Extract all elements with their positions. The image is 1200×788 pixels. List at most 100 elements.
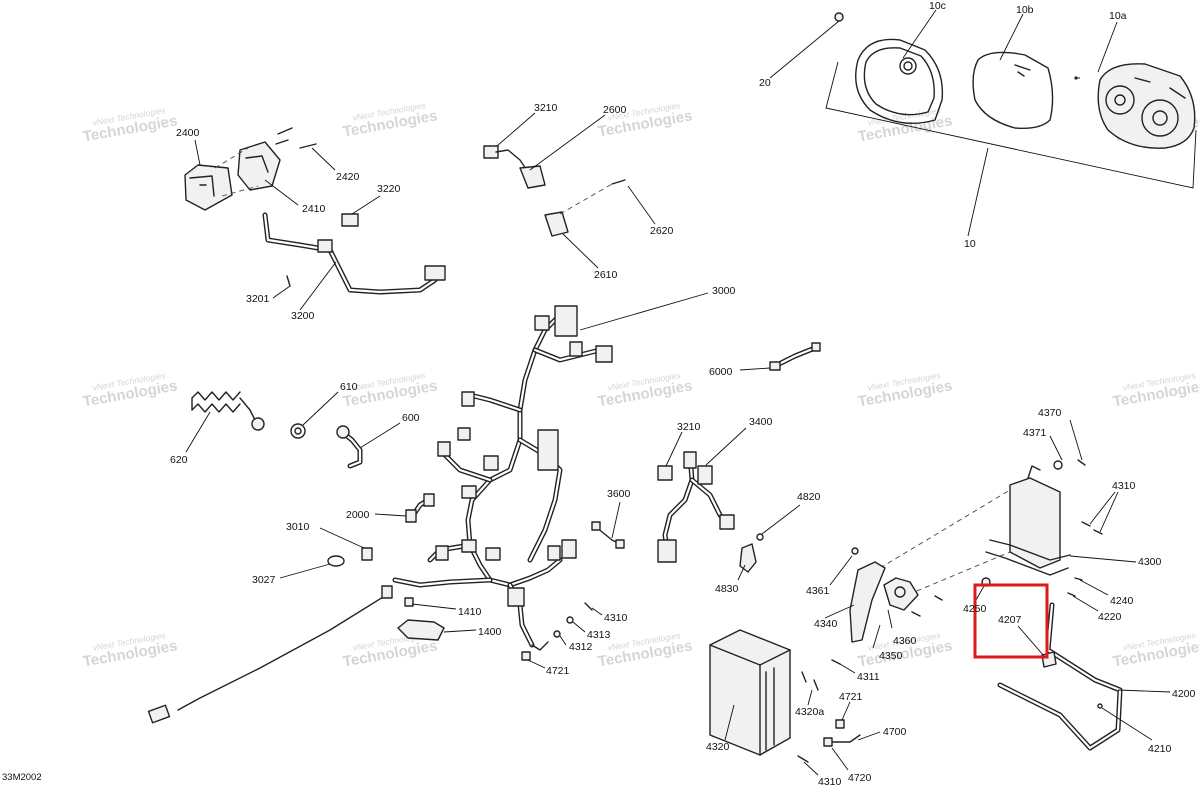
- callout-label: 4360: [893, 635, 917, 647]
- connector: [461, 539, 477, 553]
- callout-label: 2620: [650, 225, 674, 237]
- callout-label: 4310: [818, 776, 842, 788]
- callout-label: 3201: [246, 293, 270, 305]
- callout-label: 20: [759, 77, 771, 89]
- callout-label: 2600: [603, 104, 627, 116]
- fasteners-left: [521, 602, 603, 669]
- callout-label: 4371: [1023, 427, 1047, 439]
- callout-label: 1400: [478, 626, 502, 638]
- callout-labels: 10c 10b 10a 20 10 2400 2410 2420 3220 32…: [170, 0, 1196, 788]
- switch-assembly: [184, 127, 336, 211]
- battery-tray-4300: [879, 419, 1137, 599]
- drawing-code: 33M2002: [2, 772, 42, 783]
- callout-label: 620: [170, 454, 188, 466]
- connector: [461, 391, 475, 407]
- callout-label: 4820: [797, 491, 821, 503]
- parts-3010-3027: [147, 527, 393, 724]
- watermark: vNext Technologies Technologies: [1112, 630, 1200, 671]
- harness-3400: [657, 427, 747, 563]
- connector: [461, 485, 477, 499]
- lens-part: [972, 51, 1054, 130]
- fuse-holder-6000: [739, 342, 821, 371]
- harness-3200: [262, 195, 446, 311]
- highlight-box-4207: [973, 583, 1049, 659]
- callout-label: 2420: [336, 171, 360, 183]
- connector: [569, 341, 583, 357]
- callout-label: 610: [340, 381, 358, 393]
- callout-label: 3220: [377, 183, 401, 195]
- connector-3220: [341, 213, 359, 227]
- callout-label: 4313: [587, 629, 611, 641]
- callout-label: 10a: [1109, 10, 1127, 22]
- hold-down-4200: [975, 577, 1171, 751]
- watermark: vNext Technologies Technologies: [342, 100, 439, 141]
- connector: [483, 455, 499, 471]
- callout-label: 4700: [883, 726, 907, 738]
- watermark: vNext Technologies Technologies: [597, 370, 694, 411]
- callout-label: 4311: [857, 671, 880, 683]
- callout-label: 4720: [848, 772, 872, 784]
- callout-label: 3210: [534, 102, 558, 114]
- cables-4700: [797, 701, 881, 776]
- parts-1400-1410: [397, 597, 477, 641]
- callout-label: 3027: [252, 574, 276, 586]
- connector: [437, 441, 451, 457]
- nut-part: [769, 12, 844, 79]
- callout-label: 2410: [302, 203, 326, 215]
- callout-label: 4310: [1112, 480, 1136, 492]
- connector: [547, 545, 561, 561]
- callout-label: 4220: [1098, 611, 1122, 623]
- connector: [554, 305, 578, 337]
- callout-label: 10c: [929, 0, 946, 12]
- connector: [424, 265, 446, 281]
- callout-label: 3400: [749, 416, 773, 428]
- callout-label: 3210: [677, 421, 701, 433]
- callout-label: 4320a: [795, 706, 824, 718]
- callout-label: 4250: [963, 603, 987, 615]
- bezel-part: [855, 38, 944, 125]
- callout-label: 1410: [458, 606, 482, 618]
- connector: [317, 239, 333, 253]
- callout-label: 3200: [291, 310, 315, 322]
- battery-4320: [709, 629, 819, 756]
- callout-label: 4200: [1172, 688, 1196, 700]
- callout-label: 4721: [546, 665, 570, 677]
- connector: [561, 539, 577, 559]
- callout-label: 3010: [286, 521, 310, 533]
- watermark: vNext Technologies Technologies: [857, 370, 954, 411]
- callout-label: 600: [402, 412, 420, 424]
- connector: [435, 545, 449, 561]
- callout-label: 4340: [814, 618, 838, 630]
- callout-label: 4207: [998, 614, 1022, 626]
- callout-label: 3000: [712, 285, 736, 297]
- main-harness-3000: [392, 292, 709, 648]
- screw-part: [1074, 76, 1078, 80]
- callout-label: 4370: [1038, 407, 1062, 419]
- connector-group-top: [483, 112, 656, 269]
- callout-label: 4300: [1138, 556, 1162, 568]
- callout-label: 4320: [706, 741, 730, 753]
- callout-label: 2610: [594, 269, 618, 281]
- callout-label: 10: [964, 238, 976, 250]
- watermark: vNext Technologies Technologies: [82, 105, 179, 146]
- callout-label: 2400: [176, 127, 200, 139]
- callout-label: 4361: [806, 585, 830, 597]
- connector: [595, 345, 613, 363]
- connector: [507, 587, 525, 607]
- callout-label: 4240: [1110, 595, 1134, 607]
- connector: [534, 315, 550, 331]
- gauge-cluster-assembly: [769, 9, 1197, 237]
- relay-bracket-4340: [824, 547, 943, 674]
- callout-label: 4830: [715, 583, 739, 595]
- callout-label: 6000: [709, 366, 733, 378]
- callout-label: 4310: [604, 612, 628, 624]
- callout-label: 10b: [1016, 4, 1034, 16]
- callout-label: 4312: [569, 641, 593, 653]
- callout-label: 4210: [1148, 743, 1172, 755]
- gauge-part: [1097, 63, 1196, 149]
- callout-label: 4350: [879, 650, 903, 662]
- callout-label: 4721: [839, 691, 863, 703]
- connector: [485, 547, 501, 561]
- sensor-group-left: [185, 391, 401, 469]
